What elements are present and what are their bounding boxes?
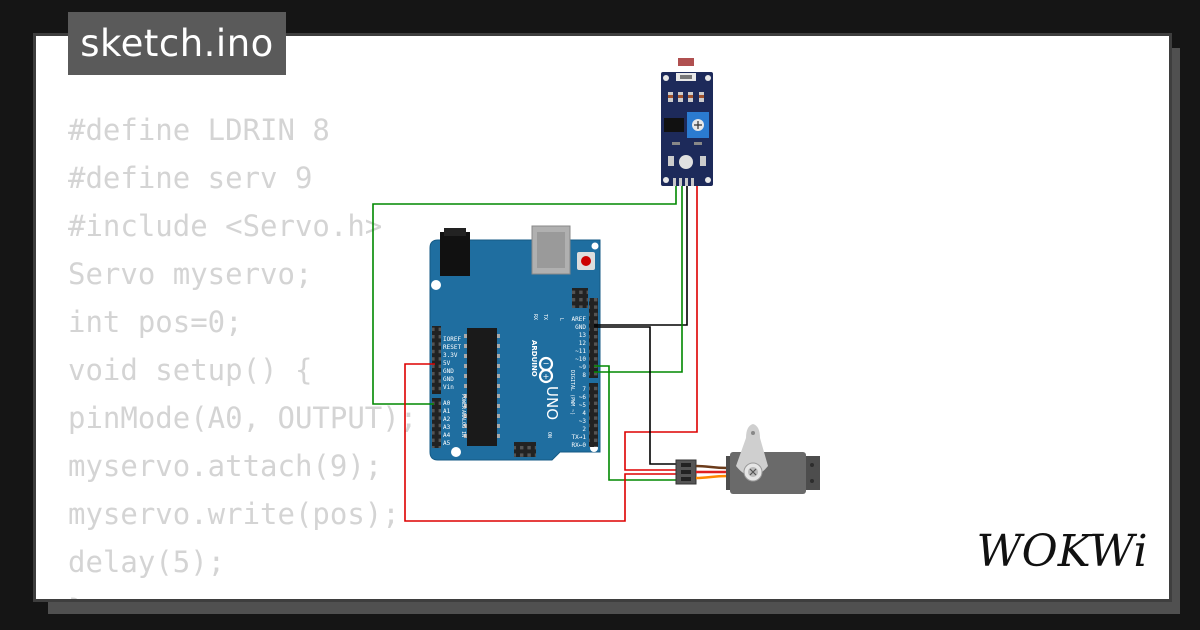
power-pin-label: GND [443,376,454,383]
code-preview: #define LDRIN 8 #define serv 9 #include <S… [68,106,418,599]
code-line: pinMode(A0, OUTPUT); [68,401,418,435]
power-pin-label: Vin [443,384,454,391]
board-model: UNO [543,386,561,420]
code-line: #define LDRIN 8 [68,113,330,147]
on-label: ON [546,432,552,438]
wires [372,186,698,522]
digital-pin-label: 2 [582,426,586,433]
digital-pin-label: TX→1 [572,434,587,441]
power-pin-label: IOREF [443,336,461,343]
digital-pin-label: ~11 [575,348,586,355]
wire-ldr-ground[interactable] [594,186,688,326]
code-line: myservo.attach(9); [68,449,383,483]
led-label-tx: TX [542,314,548,320]
digital-pin-label: 7 [582,386,586,393]
code-line: #include <Servo.h> [68,209,383,243]
led-label-rx: RX [532,314,538,320]
svg-text:−: − [543,359,550,368]
wire-ldr-power[interactable] [624,186,698,471]
digital-header-low[interactable] [589,383,598,447]
digital-pin-label: ~6 [579,394,587,401]
svg-text:+: + [543,372,550,381]
wire-ldr-signal[interactable] [372,186,677,405]
digital-pin-label: GND [575,324,586,331]
wire-servo-power[interactable] [404,363,678,522]
servo-motor[interactable] [675,424,820,494]
power-pin-label: RESET [443,344,461,351]
digital-pin-label: RX←0 [572,442,587,449]
code-line: #define serv 9 [68,161,313,195]
led-label-l: L [558,318,564,321]
analog-pin-label: A3 [443,424,451,431]
arduino-logo-icon: − + [538,356,554,384]
code-line: Servo myservo; [68,257,313,291]
code-line: delay(5); [68,545,226,579]
wire-servo-signal[interactable] [594,365,678,481]
analog-header[interactable] [432,398,441,448]
digital-pin-label: 12 [579,340,587,347]
analog-pin-label: A5 [443,440,451,447]
wire-ldr-digital[interactable] [594,186,683,373]
photoresistor-icon [678,58,694,66]
digital-header-high[interactable] [589,298,598,378]
digital-pin-label: 4 [582,410,586,417]
wokwi-logo[interactable]: WOKWi [976,526,1147,577]
code-line: myservo.write(pos); [68,497,400,531]
digital-pin-label: ~5 [579,402,587,409]
digital-pin-label: ~3 [579,418,587,425]
power-header[interactable] [432,326,441,394]
analog-header-title: ANALOG IN [460,410,466,437]
power-pin-label: 5V [443,360,451,367]
power-header-title: POWER [460,394,466,410]
preview-card: #define LDRIN 8 #define serv 9 #include <S… [33,33,1172,602]
analog-pin-label: A0 [443,400,451,407]
power-pin-label: 3.3V [443,352,458,359]
digital-pin-label: 13 [579,332,587,339]
ldr-sensor-module[interactable] [661,58,713,186]
microcontroller-chip-icon [467,328,497,446]
barrel-jack-icon [440,232,470,276]
wokwi-logo-text: WOKWi [976,526,1147,577]
arduino-uno-board[interactable]: IOREF RESET 3.3V 5V GND GND Vin A0 A1 A2… [429,225,601,461]
digital-header-title: DIGITAL (PWM ~) [569,370,575,415]
digital-pin-label: ~10 [575,356,586,363]
analog-pin-label: A1 [443,408,451,415]
digital-pin-label: 8 [582,372,586,379]
code-line: int pos=0; [68,305,243,339]
code-line: void setup() { [68,353,313,387]
wire-servo-ground[interactable] [594,326,678,465]
digital-pin-label: ~9 [579,364,587,371]
analog-pin-label: A4 [443,432,451,439]
board-brand: ARDUINO [530,340,538,377]
analog-pin-label: A2 [443,416,451,423]
file-title-tab[interactable]: sketch.ino [68,12,286,75]
power-pin-label: GND [443,368,454,375]
digital-pin-label: AREF [572,316,587,323]
code-line: } [68,586,417,599]
